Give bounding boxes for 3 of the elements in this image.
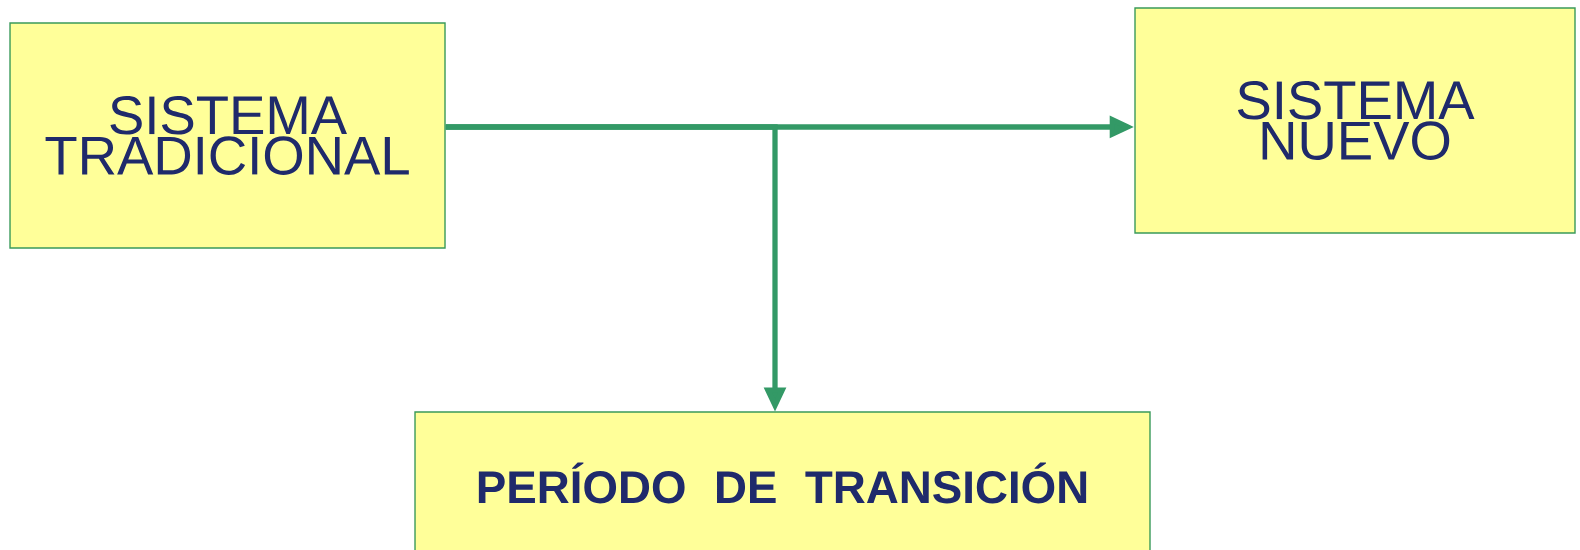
process-box: PERÍODO DE TRANSICIÓN — [414, 411, 1151, 550]
process-box: SISTEMA NUEVO — [1134, 7, 1576, 234]
process-box: SISTEMA TRADICIONAL — [9, 22, 446, 249]
